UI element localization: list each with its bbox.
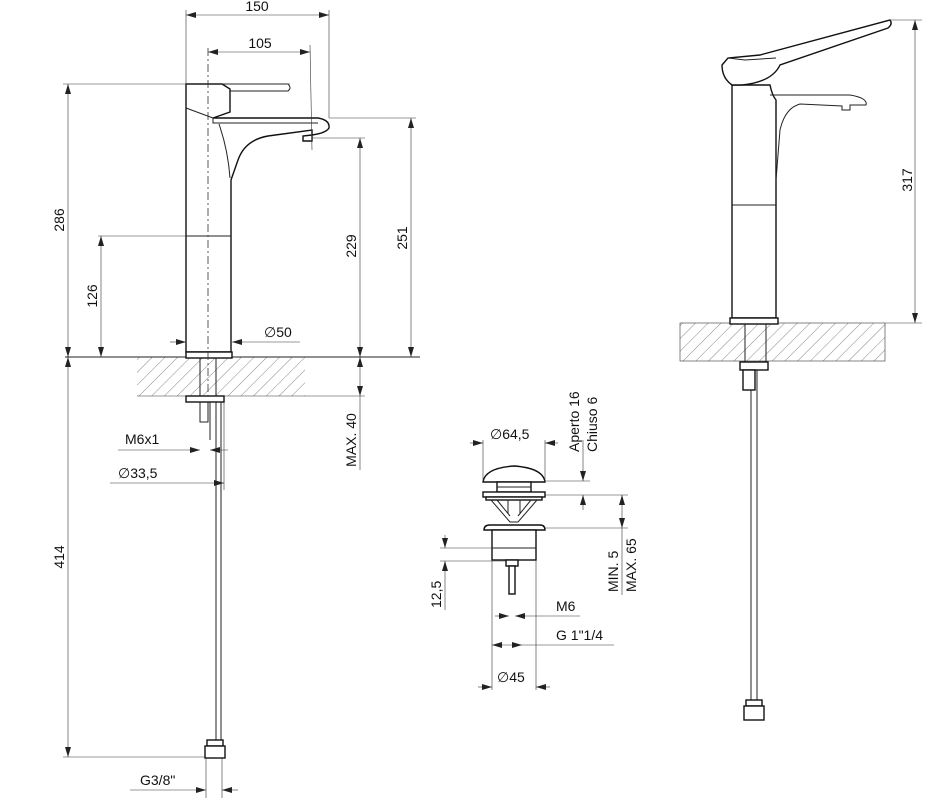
countertop-hatch bbox=[137, 357, 305, 396]
svg-text:G3/8": G3/8" bbox=[140, 772, 175, 788]
drain-flange bbox=[483, 524, 546, 531]
dimension-229: 229 bbox=[312, 137, 365, 357]
dimension-g-1-1-4: G 1"1/4 bbox=[492, 627, 614, 648]
svg-text:M6: M6 bbox=[556, 598, 576, 614]
svg-text:317: 317 bbox=[899, 168, 915, 192]
svg-text:∅33,5: ∅33,5 bbox=[118, 465, 158, 481]
svg-text:MAX. 65: MAX. 65 bbox=[623, 538, 639, 592]
svg-text:∅45: ∅45 bbox=[497, 669, 525, 685]
countertop-hatch bbox=[680, 323, 885, 361]
svg-text:12,5: 12,5 bbox=[428, 581, 444, 608]
handle-lever bbox=[222, 83, 291, 92]
svg-text:M6x1: M6x1 bbox=[125, 431, 159, 447]
dimension-286: 286 bbox=[51, 83, 290, 357]
dimension-251: 251 bbox=[329, 117, 416, 357]
svg-text:G 1"1/4: G 1"1/4 bbox=[556, 627, 603, 643]
faucet-body bbox=[731, 84, 777, 319]
svg-text:∅64,5: ∅64,5 bbox=[490, 426, 530, 442]
svg-text:Chiuso 6: Chiuso 6 bbox=[584, 397, 600, 452]
dimension-diameter-33-5: ∅33,5 bbox=[110, 402, 225, 490]
dimension-diameter-50: ∅50 bbox=[170, 324, 300, 345]
dimension-105: 105 bbox=[208, 35, 313, 151]
dimension-m6: M6 bbox=[495, 598, 580, 619]
svg-text:150: 150 bbox=[245, 0, 269, 14]
dimension-414: 414 bbox=[51, 357, 205, 758]
hose-nut bbox=[204, 745, 226, 759]
svg-text:414: 414 bbox=[51, 545, 67, 569]
svg-text:Aperto 16: Aperto 16 bbox=[566, 391, 582, 452]
dimension-diameter-45: ∅45 bbox=[478, 669, 550, 690]
dimension-min-max: MIN. 5 MAX. 65 bbox=[545, 494, 639, 595]
svg-text:126: 126 bbox=[84, 284, 100, 308]
handle-lever bbox=[721, 19, 892, 86]
dimension-12-5: 12,5 bbox=[428, 535, 506, 610]
side-view-faucet: 150 105 286 126 229 251 bbox=[51, 0, 420, 798]
dimension-m6x1: M6x1 bbox=[118, 431, 228, 453]
dimension-diameter-64-5: ∅64,5 bbox=[470, 426, 558, 482]
hose-nut bbox=[743, 705, 765, 721]
svg-text:251: 251 bbox=[394, 226, 410, 250]
svg-text:105: 105 bbox=[248, 35, 272, 51]
svg-text:∅50: ∅50 bbox=[264, 324, 292, 340]
svg-text:229: 229 bbox=[343, 234, 359, 258]
dimension-317: 317 bbox=[885, 19, 922, 324]
dimension-g3-8: G3/8" bbox=[130, 758, 238, 798]
svg-text:MAX. 40: MAX. 40 bbox=[343, 413, 359, 467]
pop-up-drain: ∅64,5 Aperto 16 Chiuso 6 MIN. 5 MAX. 65 … bbox=[428, 391, 639, 690]
dimension-150: 150 bbox=[185, 0, 330, 118]
svg-text:286: 286 bbox=[51, 208, 67, 232]
dimension-aperto-chiuso: Aperto 16 Chiuso 6 bbox=[545, 391, 600, 510]
dimension-126: 126 bbox=[84, 235, 186, 357]
svg-text:MIN. 5: MIN. 5 bbox=[605, 551, 621, 592]
faucet-body bbox=[185, 83, 330, 353]
dimension-max-40: MAX. 40 bbox=[343, 357, 363, 470]
drain-cap bbox=[482, 465, 546, 483]
front-view-faucet: 317 bbox=[679, 19, 922, 721]
base-plate bbox=[185, 351, 233, 359]
drain-body bbox=[491, 529, 537, 561]
